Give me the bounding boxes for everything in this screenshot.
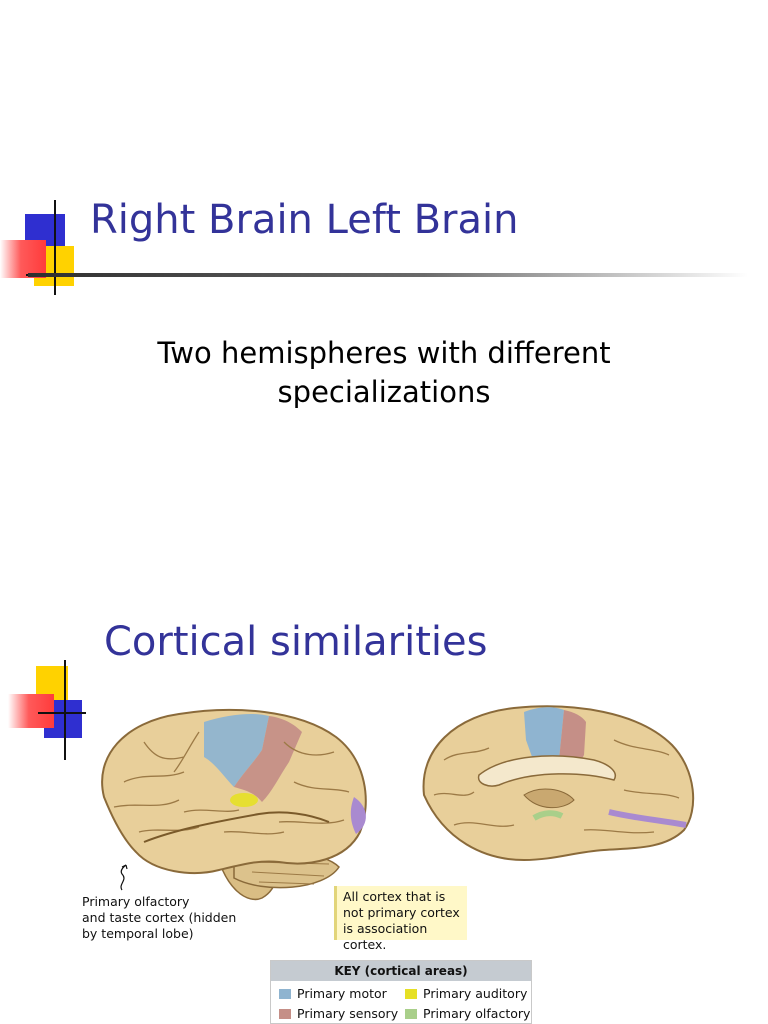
key-item-primary-auditory: Primary auditory	[405, 986, 527, 1002]
subtitle-line-1: Two hemispheres with different	[157, 336, 611, 370]
association-cortex-note: All cortex that is not primary cortex is…	[334, 886, 467, 952]
sensory-swatch	[279, 1009, 291, 1019]
olfactory-swatch	[405, 1009, 417, 1019]
slide-1: Right Brain Left Brain Two hemispheres w…	[0, 197, 748, 412]
motor-swatch	[279, 989, 291, 999]
cortical-areas-key: KEY (cortical areas) Primary motor Prima…	[270, 960, 532, 1024]
slide-title: Right Brain Left Brain	[90, 197, 519, 243]
auditory-swatch	[405, 989, 417, 999]
key-item-primary-motor: Primary motor	[279, 986, 387, 1002]
key-item-primary-sensory: Primary sensory	[279, 1006, 398, 1022]
slide-title: Cortical similarities	[104, 619, 488, 665]
corner-decoration	[0, 200, 90, 295]
key-title: KEY (cortical areas)	[271, 961, 531, 981]
medial-brain-image	[422, 705, 695, 862]
olfactory-caption: Primary olfactory and taste cortex (hidd…	[82, 894, 237, 941]
brain-figure: Primary olfactory and taste cortex (hidd…	[70, 696, 700, 1024]
subtitle-line-2: specializations	[277, 375, 491, 409]
corner-decoration	[0, 660, 90, 760]
title-underline	[28, 273, 748, 277]
slide-subtitle: Two hemispheres with different specializ…	[60, 334, 708, 412]
lateral-brain-image	[101, 708, 367, 901]
pointer-arrow-icon	[120, 864, 128, 891]
slide-2: Cortical similarities	[0, 576, 768, 1024]
key-item-primary-olfactory: Primary olfactory	[405, 1006, 530, 1022]
